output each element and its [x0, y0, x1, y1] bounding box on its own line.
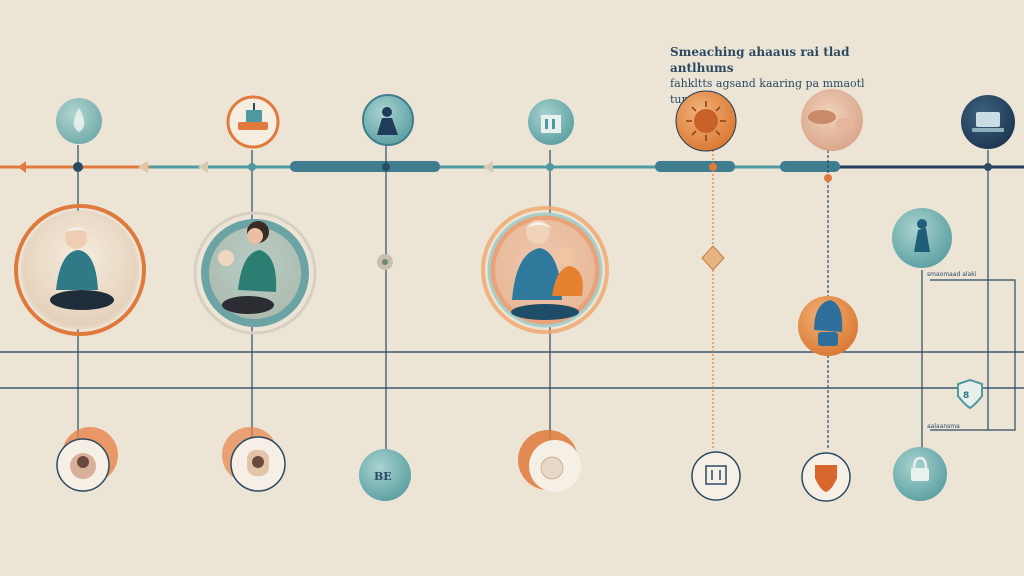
- arrow-marker-icon: [18, 161, 26, 173]
- axis-nodes: [73, 162, 992, 182]
- portrait-small-icon[interactable]: [56, 427, 118, 492]
- arrow-marker-icon: [483, 161, 493, 173]
- pin-icon: [377, 254, 393, 270]
- egg-icon[interactable]: [518, 430, 581, 492]
- laptop-icon[interactable]: [961, 95, 1015, 149]
- main-timeline-axis: [0, 161, 1024, 173]
- timeline-segment: [780, 161, 840, 172]
- be-badge-icon[interactable]: BE: [359, 449, 411, 501]
- building-icon[interactable]: [528, 99, 574, 145]
- side-label-lower: aalaansma: [927, 423, 960, 430]
- boat-icon[interactable]: [226, 95, 280, 149]
- arrow-marker-icon: [138, 161, 148, 173]
- side-label-upper: smaomaad alaki: [927, 271, 977, 278]
- timeline-segment: [290, 161, 440, 172]
- timeline-segment: [655, 161, 735, 172]
- figure-icon[interactable]: [362, 94, 414, 146]
- elder-portrait-icon[interactable]: [14, 204, 146, 336]
- diamond-marker-icon: [701, 245, 725, 271]
- figure-badge-icon[interactable]: [892, 208, 952, 268]
- caption-line-1: Smeaching ahaaus rai tlad antlhums: [670, 45, 850, 75]
- helmet-icon[interactable]: [798, 296, 858, 356]
- hand-icon[interactable]: [801, 89, 863, 151]
- shield-outline-icon[interactable]: 8: [957, 378, 983, 410]
- mother-child-portrait-icon[interactable]: [193, 211, 317, 335]
- arrow-marker-icon: [198, 161, 208, 173]
- lock-icon[interactable]: [893, 447, 947, 501]
- sun-badge-icon[interactable]: [675, 90, 737, 152]
- bin-icon[interactable]: [691, 451, 741, 501]
- svg-text:8: 8: [963, 391, 969, 401]
- grandparent-child-portrait-icon[interactable]: [481, 206, 609, 334]
- shield-icon[interactable]: [801, 452, 851, 502]
- be-badge-label: BE: [374, 470, 392, 483]
- portrait-small-icon[interactable]: [222, 427, 286, 492]
- drop-icon[interactable]: [56, 98, 102, 144]
